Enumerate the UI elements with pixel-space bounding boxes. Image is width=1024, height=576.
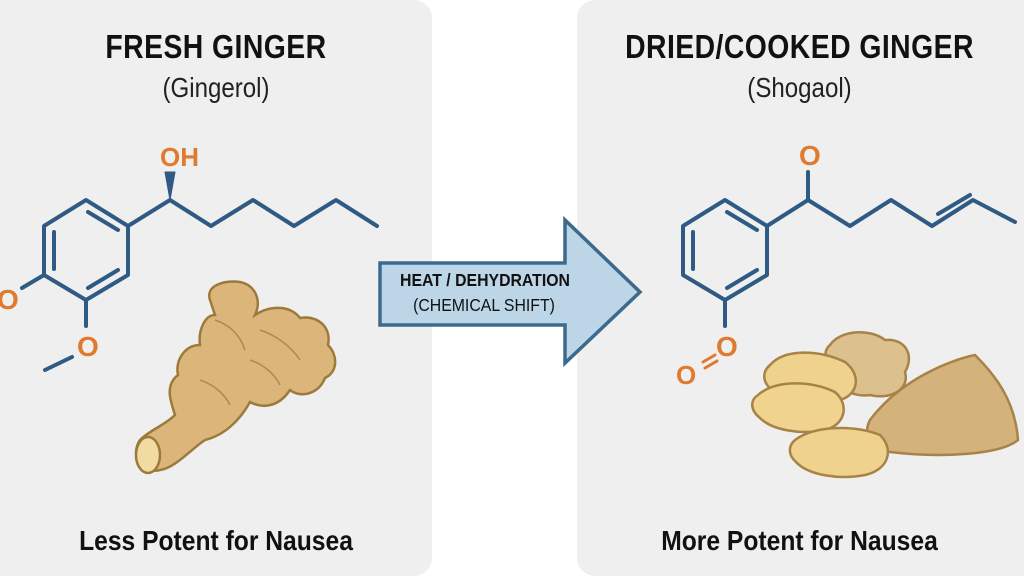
gingerol-subtitle: (Gingerol) [162, 72, 270, 103]
arrow-label-shift: (CHEMICAL SHIFT) [413, 295, 555, 315]
less-potent-label: Less Potent for Nausea [79, 525, 353, 556]
fresh-ginger-title: FRESH GINGER [105, 28, 327, 65]
oxygen-atom-label: O [716, 331, 738, 362]
heat-dehydration-arrow: HEAT / DEHYDRATION (CHEMICAL SHIFT) [378, 215, 643, 368]
oxygen-atom-label: O [676, 360, 696, 390]
dried-ginger-panel: DRIED/COOKED GINGER (Shogaol) More Poten… [577, 0, 1024, 576]
carbonyl-oxygen-label: O [799, 140, 821, 171]
arrow-label-heat: HEAT / DEHYDRATION [400, 270, 570, 290]
oxygen-atom-label: O [0, 284, 19, 315]
dried-ginger-slices-image [751, 330, 1020, 479]
shogaol-structure [681, 170, 1017, 370]
shogaol-subtitle: (Shogaol) [747, 72, 852, 103]
more-potent-label: More Potent for Nausea [661, 525, 938, 556]
hydroxyl-atom-label: OH [160, 142, 199, 172]
fresh-ginger-panel: FRESH GINGER (Gingerol) Less Potent for … [0, 0, 432, 576]
methoxy-oxygen-label: O [77, 331, 99, 362]
dried-ginger-title: DRIED/COOKED GINGER [625, 28, 974, 65]
gingerol-structure [20, 171, 379, 372]
fresh-ginger-root-image [134, 280, 337, 475]
